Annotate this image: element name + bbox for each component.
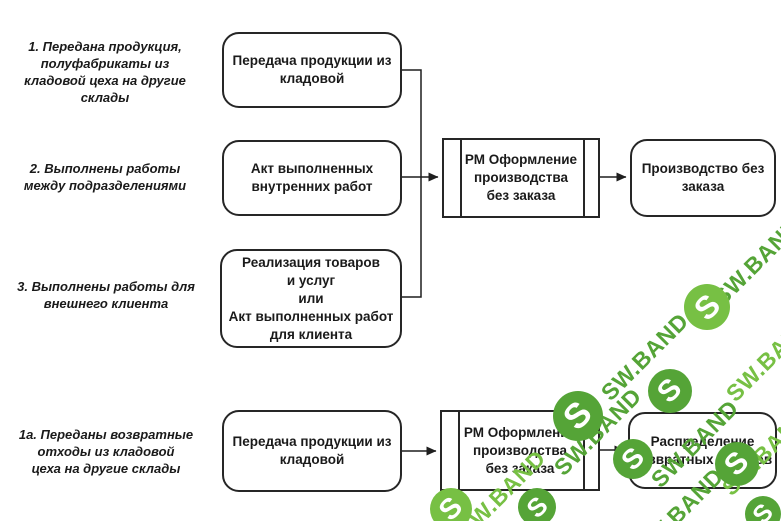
row-label-3: 3. Выполнены работы для внешнего клиента	[17, 279, 195, 311]
node-source-goods-services-or-client-act: Реализация товаров и услуг или Акт выпол…	[220, 249, 402, 348]
process-label: РМ Оформление производства без заказа	[463, 424, 577, 476]
row-label-1a: 1а. Переданы возвратные отходы из кладов…	[18, 427, 194, 476]
node-source-transfer-from-storeroom-1: Передача продукции из кладовой	[222, 32, 402, 108]
row-label-1: 1. Передана продукция, полуфабрикаты из …	[24, 39, 186, 105]
node-result-production-without-order: Производство без заказа	[630, 139, 776, 217]
node-source-internal-works-act: Акт выполненных внутренних работ	[222, 140, 402, 216]
row-label-2: 2. Выполнены работы между подразделениям…	[23, 161, 187, 193]
process-label: РМ Оформление производства без заказа	[464, 152, 578, 203]
node-process-rm-production-without-order-1: РМ Оформление производства без заказа	[442, 138, 600, 218]
node-process-rm-production-without-order-2: РМ Оформление производства без заказа	[440, 410, 600, 491]
node-result-returnable-waste-distribution: Распределение возвратных отходов	[628, 412, 777, 489]
node-source-transfer-from-storeroom-1a: Передача продукции из кладовой	[222, 410, 402, 492]
